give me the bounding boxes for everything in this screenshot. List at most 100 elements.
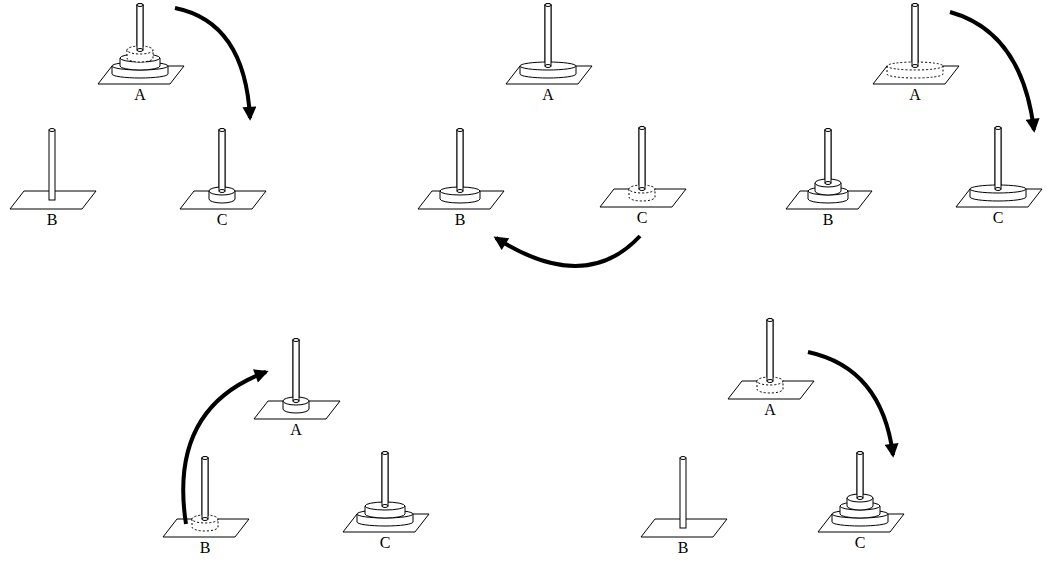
peg-rod (382, 453, 388, 506)
rod-top (382, 452, 388, 455)
moving-disk (127, 46, 153, 62)
peg-label: C (993, 210, 1004, 226)
rod-top (49, 129, 55, 132)
rod-top (382, 452, 388, 455)
rod-top (767, 319, 773, 322)
peg-assembly (506, 4, 592, 85)
rod-hole (137, 49, 143, 52)
rod-hole (293, 400, 299, 403)
peg-rod (545, 5, 551, 75)
rod-top (219, 129, 225, 132)
peg-rod (639, 128, 645, 198)
peg-assembly (728, 319, 814, 400)
rod-hole (219, 190, 225, 193)
peg-assembly (163, 457, 249, 538)
peg-assembly (180, 129, 266, 210)
rod-hole (825, 182, 831, 185)
disk (815, 179, 841, 195)
peg-rod (202, 458, 208, 528)
disk (970, 185, 1026, 201)
rod-hole (912, 65, 918, 68)
peg-rod (912, 5, 918, 75)
peg-rod (767, 320, 773, 390)
rod-hole (202, 518, 208, 521)
rod-top (457, 129, 463, 132)
rod-top (857, 452, 863, 455)
rod-top (457, 129, 463, 132)
disk (847, 494, 873, 510)
rod-top (545, 4, 551, 7)
peg-label: C (637, 210, 648, 226)
rod-hole (767, 380, 773, 383)
peg-rod (293, 340, 299, 401)
peg-label: C (380, 535, 391, 551)
rod-hole (995, 188, 1001, 191)
peg-rod (457, 130, 463, 200)
peg-assembly (418, 129, 504, 210)
rod-top (219, 129, 225, 132)
moving-disk (887, 62, 943, 78)
peg-label: A (290, 422, 302, 438)
peg-assembly (343, 452, 429, 533)
peg-label: A (542, 87, 554, 103)
peg-label: B (455, 212, 466, 228)
peg-label: B (678, 540, 689, 556)
peg-label: B (200, 540, 211, 556)
peg-rod (639, 128, 645, 189)
rod-top (825, 129, 831, 132)
move-arrow (950, 12, 1034, 130)
move-arrow (496, 236, 640, 266)
peg-rod (202, 458, 208, 519)
peg-rod (767, 320, 773, 381)
peg-assembly (786, 129, 872, 210)
move-arrow (175, 8, 250, 118)
rod-top (293, 339, 299, 342)
moving-disk (757, 377, 783, 393)
rod-hole (857, 497, 863, 500)
peg-rod (293, 340, 299, 410)
rod-hole (382, 505, 388, 508)
rod-top (639, 127, 645, 130)
rod-top (293, 339, 299, 342)
peg-rod (457, 130, 463, 191)
peg-rod (545, 5, 551, 66)
peg-assembly (641, 457, 727, 538)
peg-label: A (764, 402, 776, 418)
rod-top (767, 319, 773, 322)
rod-top (912, 4, 918, 7)
peg-label: B (47, 212, 58, 228)
rod-top (202, 457, 208, 460)
rod-top (545, 4, 551, 7)
peg-assembly (10, 129, 96, 210)
rod-top (137, 4, 143, 7)
rod-top (639, 127, 645, 130)
peg-rod (680, 458, 686, 528)
peg-rod (219, 130, 225, 200)
peg-label: A (134, 87, 146, 103)
peg-assembly (600, 127, 686, 208)
rod-top (912, 4, 918, 7)
peg-assembly (956, 127, 1042, 208)
peg-assembly (818, 452, 904, 533)
peg-assembly (98, 4, 184, 85)
peg-rod (995, 128, 1001, 189)
rod-top (202, 457, 208, 460)
disk (209, 187, 235, 203)
disk (283, 397, 309, 413)
peg-label: B (823, 212, 834, 228)
peg-rod (995, 128, 1001, 198)
peg-rod (219, 130, 225, 191)
disk (440, 187, 480, 203)
move-arrow (808, 352, 893, 455)
move-arrow (183, 372, 266, 524)
peg-rod (857, 453, 863, 498)
rod-hole (457, 190, 463, 193)
rod-top (995, 127, 1001, 130)
rod-hole (545, 65, 551, 68)
disk (520, 62, 576, 78)
peg-rod (49, 130, 55, 200)
moving-disk (629, 185, 655, 201)
rod-hole (639, 188, 645, 191)
